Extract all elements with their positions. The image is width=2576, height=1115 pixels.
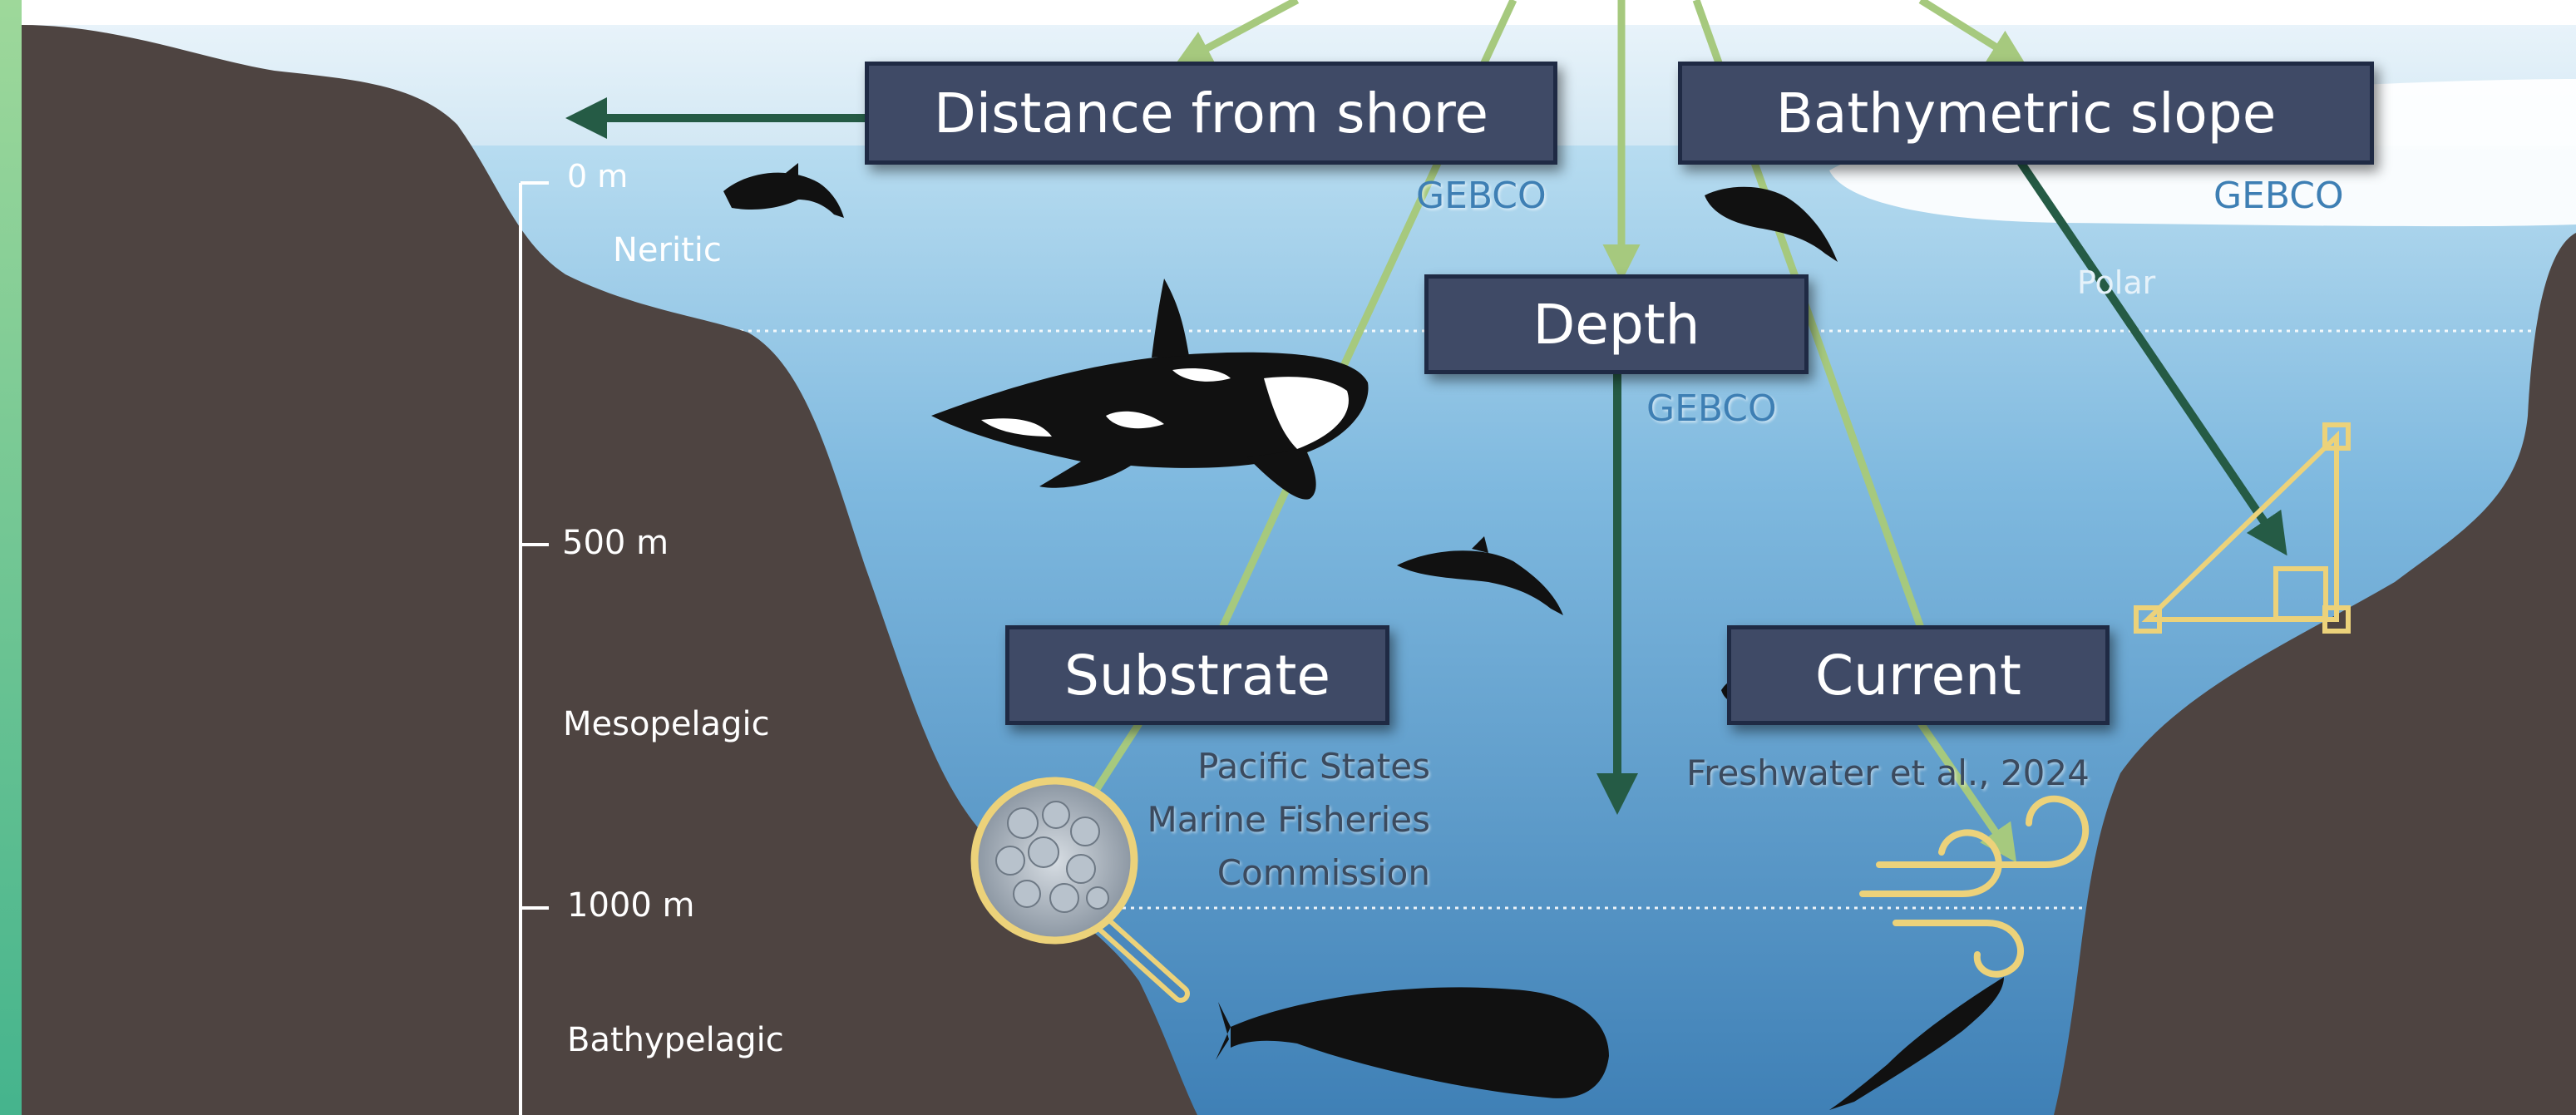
current-label: Current: [1727, 625, 2110, 725]
substrate-source-line3: Commission: [1106, 846, 1430, 900]
current-source: Freshwater et al., 2024: [1686, 747, 2090, 800]
zone-polar: Polar: [2077, 264, 2155, 301]
bathymetric-slope-label: Bathymetric slope: [1678, 62, 2374, 165]
depth-source: GEBCO: [1646, 387, 1777, 430]
zone-bathypelagic: Bathypelagic: [567, 1021, 784, 1059]
depth-label: Depth: [1424, 274, 1809, 374]
substrate-source: Pacific States Marine Fisheries Commissi…: [1106, 740, 1430, 900]
slope-source: GEBCO: [2213, 175, 2344, 217]
distance-source: GEBCO: [1416, 175, 1547, 217]
top-margin: [22, 0, 2576, 25]
depth-label-500m: 500 m: [562, 524, 669, 562]
zone-mesopelagic: Mesopelagic: [563, 705, 770, 743]
depth-label-1000m: 1000 m: [567, 886, 694, 925]
zone-neritic: Neritic: [613, 231, 722, 269]
substrate-source-line2: Marine Fisheries: [1106, 793, 1430, 846]
depth-label-0m: 0 m: [567, 158, 628, 195]
distance-from-shore-label: Distance from shore: [865, 62, 1557, 165]
substrate-label: Substrate: [1005, 625, 1389, 725]
substrate-source-line1: Pacific States: [1106, 740, 1430, 793]
left-accent-strip: [0, 0, 22, 1115]
